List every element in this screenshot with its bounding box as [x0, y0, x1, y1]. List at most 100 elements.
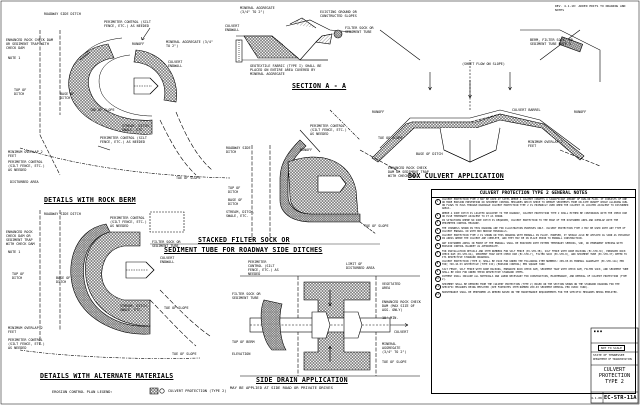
label-roadway-side-ditch-1: ROADWAY SIDE DITCH	[44, 12, 81, 16]
label-geotextile: GEOTEXTILE FABRIC (TYPE I) SHALL BE PLAC…	[250, 64, 322, 76]
label-limit-disturbed: LIMIT OF DISTURBED AREA	[346, 262, 375, 270]
note-text: CULVERT PROTECTION (TYPE 2) SHALL BE PAI…	[442, 260, 624, 267]
note-number: 1	[434, 199, 441, 206]
note-text: CULVERT PROTECTION TYPE 2 IS SHOWN ON TH…	[442, 234, 630, 241]
label-perimeter-control-1: PERIMETER CONTROL (SILT FENCE, ETC.) AS …	[104, 20, 151, 28]
label-culvert-endwall-2: CULVERT ENDWALL	[225, 24, 240, 32]
note-number: 6	[434, 243, 441, 250]
label-mineral-aggregate-3: MINERAL AGGREGATE (3/4" TO 2")	[382, 342, 407, 354]
note-number: 8	[434, 261, 441, 268]
label-toe-of-slope-2: TOE OF SLOPE	[176, 176, 201, 180]
label-berm-filter-sock: BERM, FILTER SOCK, OR SEDIMENT TUBE NOTE…	[530, 38, 573, 46]
label-roadway-side-ditch-3: ROADWAY SIDE DITCH	[44, 212, 81, 216]
tb-dept: DEPARTMENT OF TRANSPORTATION	[593, 358, 632, 361]
label-top-of-ditch-1: TOP OF DITCH	[14, 88, 27, 96]
drawing-title: CULVERT PROTECTION TYPE 2	[591, 367, 638, 385]
general-notes-panel: CULVERT PROTECTION TYPE 2 GENERAL NOTES …	[431, 189, 636, 394]
legend-symbol-label: CULVERT PROTECTION (TYPE 2)	[168, 389, 227, 393]
label-toe-of-slope-1: TOE OF SLOPE	[90, 108, 115, 112]
title-stacked-2: SEDIMENT TUBE FOR ROADWAY SIDE DITCHES	[164, 246, 323, 254]
label-enhanced-rock-check-2: ENHANCED ROCK CHECK DAM OR SEDIMENT TRAP…	[388, 166, 429, 178]
label-base-of-ditch-2: BASE OF DITCH	[416, 152, 443, 156]
note-number: 3	[434, 220, 441, 227]
stacked-filter-sock-detail	[251, 109, 377, 240]
section-a-a	[235, 17, 353, 63]
label-top-of-ditch-3: TOP OF DITCH	[12, 272, 25, 280]
title-section-a-a: SECTION A - A	[292, 82, 347, 90]
label-top-of-ditch-2: TOP OF DITCH	[228, 186, 241, 194]
note-text: THE CHANNELS SHOWN IN THIS DRAWING ARE F…	[442, 226, 626, 233]
label-toe-of-slope-5: TOE OF SLOPE	[164, 306, 189, 310]
note-text: CULVERT PROTECTION TYPE 2 MAY BE USED AT…	[442, 198, 629, 211]
rock-berm-detail	[19, 27, 231, 179]
label-minimum-overlap-2: MINIMUM OVERLAP 2 FEET	[528, 140, 563, 148]
note-number: 10	[434, 276, 441, 283]
label-mineral-aggregate-2: MINERAL AGGREGATE (3/4" TO 2")	[240, 6, 275, 14]
label-perimeter-control-4: PERIMETER CONTROL (SILT FENCE, ETC.) AS …	[310, 124, 347, 136]
label-vegetated-area: VEGETATED AREA	[382, 282, 401, 290]
note-text: PAYMENT SHALL INCLUDE ALL MATERIALS AND …	[442, 275, 627, 282]
label-enhanced-rock-check-1: ENHANCED ROCK CHECK DAM OR SEDIMENT TRAP…	[6, 38, 53, 50]
alternate-materials-detail	[19, 210, 211, 359]
label-runoff-2: RUNOFF	[372, 110, 385, 114]
title-box-culvert: BOX CULVERT APPLICATION	[408, 172, 504, 180]
side-drain-detail	[240, 275, 420, 377]
label-filter-sock-1: FILTER SOCK OR SEDIMENT TUBE	[345, 26, 374, 34]
label-disturbed-area-1: DISTURBED AREA	[10, 180, 39, 184]
legend-symbol	[149, 387, 165, 395]
label-roadway-side-ditch-2: ROADWAY SIDE DITCH	[226, 146, 251, 154]
note-number: 7	[434, 250, 441, 257]
sheet-number: EC-STR-11A	[604, 395, 637, 401]
label-base-of-ditch-3: BASE OF DITCH	[228, 198, 243, 206]
title-side-drain: SIDE DRAIN APPLICATION	[256, 376, 348, 384]
label-toe-of-slope-4: TOE OF SLOPE	[364, 224, 389, 228]
note-text: IN SITUATIONS WHERE NO SIDE DITCH IS REQ…	[442, 219, 619, 226]
note-text: MAINTENANCE SHALL BE PERFORMED AS NEEDED…	[442, 290, 619, 294]
title-side-drain-sub: MAY BE APPLIED AT SIDE ROAD OR PRIVATE D…	[230, 385, 333, 390]
note-number: 11	[434, 283, 441, 290]
label-ten-ft-min: 10' MIN.	[382, 316, 399, 320]
note-number: 12	[434, 291, 441, 298]
tb-stamp-area: ■ ■ ■	[594, 330, 602, 333]
label-note-1a: NOTE 1	[8, 56, 21, 60]
not-to-scale: NOT TO SCALE	[598, 345, 625, 352]
label-perimeter-control-2: PERIMETER CONTROL (SILT FENCE, ETC.) AS …	[100, 136, 147, 144]
label-existing-ground: EXISTING GROUND OR CONSTRUCTED SLOPES	[320, 10, 357, 18]
label-mineral-aggregate-1: MINERAL AGGREGATE (3/4" TO 2")	[166, 40, 213, 48]
label-enhanced-rock-dam: ENHANCED ROCK CHECK DAM (MAX SIZE OF AGG…	[382, 300, 421, 312]
label-minimum-overlap-1: MINIMUM OVERLAP 2 FEET	[8, 150, 43, 158]
drawing-title-line-3: TYPE 2	[605, 379, 624, 385]
label-toe-of-slope-6: TOE OF SLOPE	[172, 352, 197, 356]
tb-state: STATE OF TENNESSEE	[593, 353, 625, 357]
revision-note: REV. 4-1-10: ADDED EDITS TO DRAWING AND …	[555, 4, 626, 12]
label-perimeter-control-5: PERIMETER CONTROL (SILT FENCE, ETC.) AS …	[110, 216, 147, 228]
label-stream-ditch-1: STREAM, DITCH, SWALE, ETC.	[122, 124, 151, 132]
label-perimeter-control-6: PERIMETER CONTROL (SILT FENCE, ETC.) AS …	[8, 338, 45, 350]
label-stream-ditch-3: STREAM, DITCH, SWALE, ETC.	[120, 304, 149, 312]
note-text: WHERE A SIDE DITCH IS LOCATED ADJACENT T…	[442, 211, 627, 218]
drawing-title-line-2: PROTECTION	[598, 373, 631, 379]
note-number: 9	[434, 268, 441, 275]
label-toe-of-slope-7: TOE OF SLOPE	[382, 360, 407, 364]
label-runoff-1: RUNOFF	[132, 42, 145, 46]
note-text: SILT FENCE, SILT FENCE WITH WIRE BACKING…	[442, 267, 629, 274]
title-alternate: DETAILS WITH ALTERNATE MATERIALS	[40, 372, 174, 380]
note-text: FOR INSTALLATION DETAILS AND ITEM NUMBER…	[442, 249, 627, 259]
label-minimum-overlap-3: MINIMUM OVERLAP 2 FEET	[8, 326, 43, 334]
label-base-of-ditch-1: BASE OF DITCH	[60, 92, 75, 100]
label-culvert-barrel: CULVERT BARREL	[512, 108, 541, 112]
label-filter-sock-3: FILTER SOCK OR SEDIMENT TUBE	[232, 292, 261, 300]
